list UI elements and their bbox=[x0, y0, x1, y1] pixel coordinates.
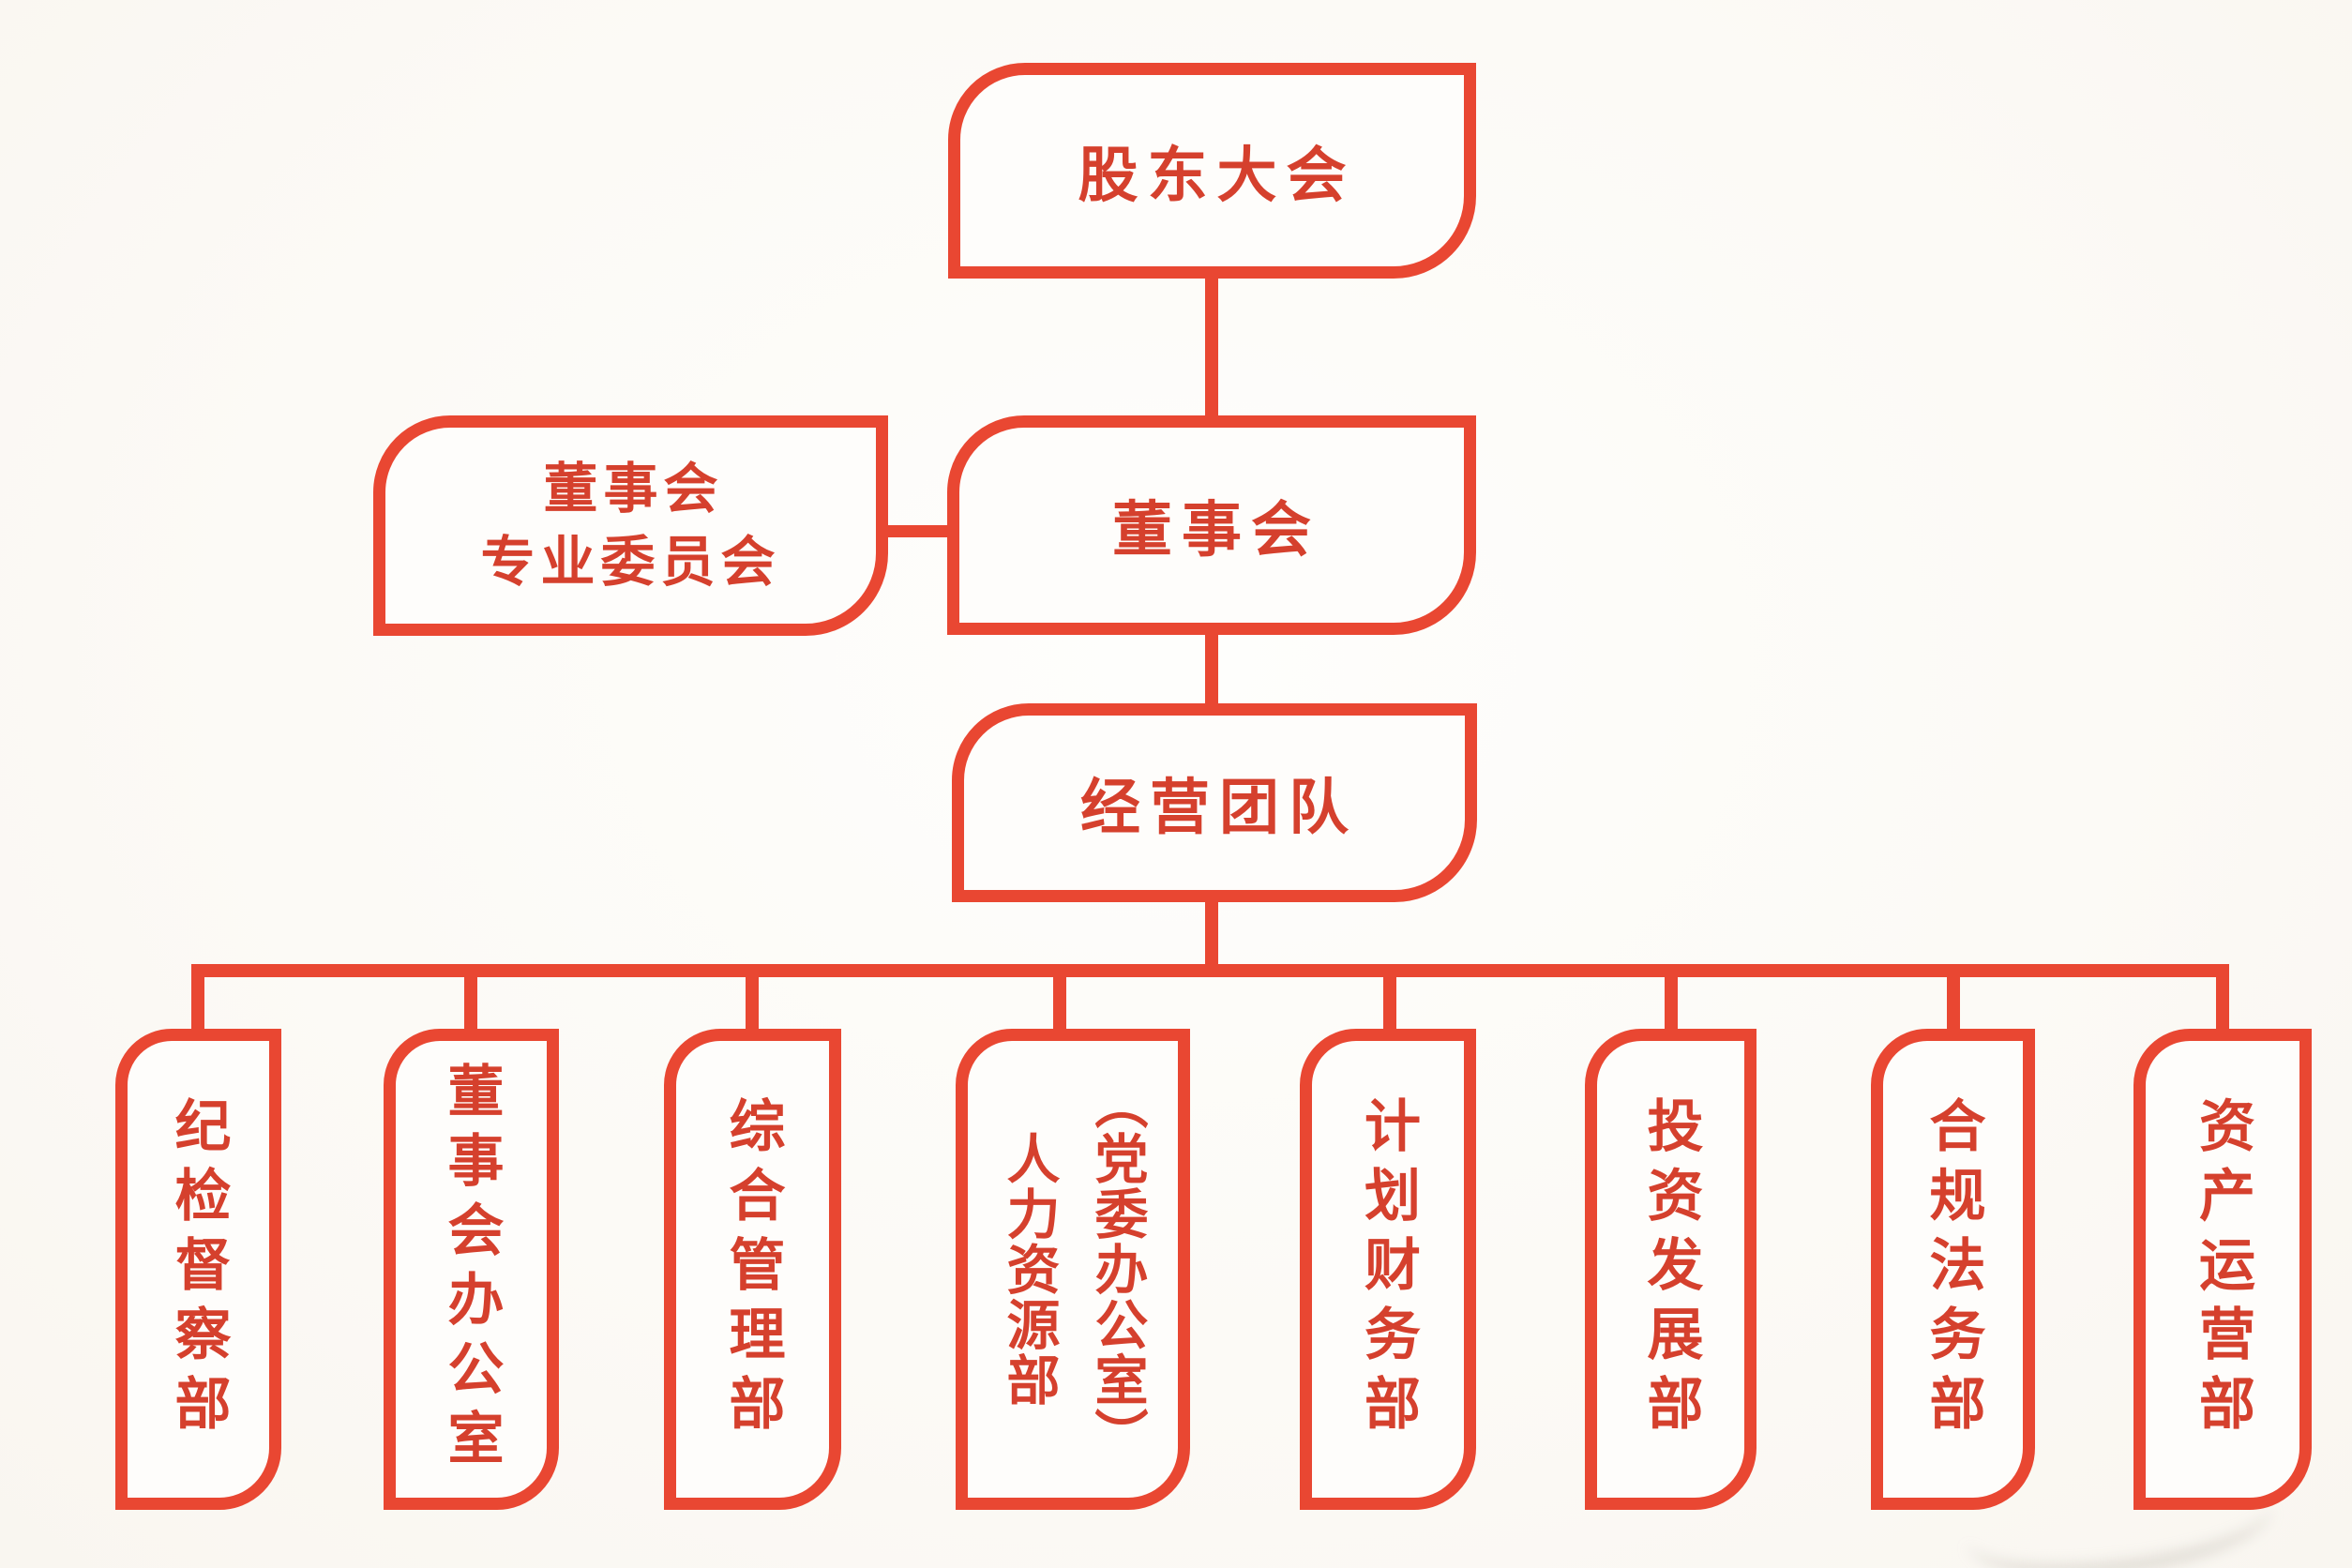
node-dept-asset-operations-label: 资产运营部 bbox=[2191, 1095, 2254, 1443]
node-board-committee: 董事会 专业委员会 bbox=[373, 415, 888, 636]
node-board-committee-label: 董事会 专业委员会 bbox=[480, 453, 780, 598]
connector-stub-dept-8 bbox=[2216, 975, 2229, 1030]
node-dept-human-resources-name: 人力资源部 bbox=[999, 1131, 1059, 1408]
node-shareholders-meeting-label: 股东大会 bbox=[1078, 142, 1356, 209]
node-dept-human-resources-paren: ︵党委办公室︶ bbox=[1087, 1076, 1147, 1463]
connector-board-management bbox=[1205, 633, 1218, 705]
node-board-committee-line1: 董事会 bbox=[543, 458, 724, 520]
node-management-team-label: 经营团队 bbox=[1080, 774, 1358, 841]
connector-bus bbox=[191, 964, 2229, 977]
node-dept-board-office: 董事会办公室 bbox=[384, 1029, 559, 1510]
connector-shareholders-board bbox=[1205, 277, 1218, 417]
node-board-committee-line2: 专业委员会 bbox=[480, 531, 781, 593]
connector-stub-dept-7 bbox=[1947, 975, 1960, 1030]
node-shareholders-meeting: 股东大会 bbox=[948, 63, 1476, 279]
node-dept-compliance-legal-label: 合规法务部 bbox=[1922, 1095, 1984, 1443]
node-dept-general-management: 综合管理部 bbox=[664, 1029, 841, 1510]
node-dept-investment-development: 投资发展部 bbox=[1585, 1029, 1756, 1510]
node-dept-board-office-label: 董事会办公室 bbox=[440, 1061, 503, 1478]
node-dept-asset-operations: 资产运营部 bbox=[2133, 1029, 2312, 1510]
connector-management-bus bbox=[1205, 900, 1218, 966]
connector-stub-dept-6 bbox=[1665, 975, 1678, 1030]
node-dept-planning-finance: 计划财务部 bbox=[1300, 1029, 1476, 1510]
node-dept-discipline-inspection-label: 纪检督察部 bbox=[167, 1095, 230, 1443]
node-dept-human-resources: 人力资源部 ︵党委办公室︶ bbox=[956, 1029, 1190, 1510]
node-board-of-directors: 董事会 bbox=[947, 415, 1476, 635]
node-dept-planning-finance-label: 计划财务部 bbox=[1356, 1095, 1420, 1443]
connector-stub-dept-2 bbox=[464, 975, 477, 1030]
connector-stub-dept-1 bbox=[191, 975, 204, 1030]
node-board-of-directors-label: 董事会 bbox=[1112, 496, 1320, 564]
connector-stub-dept-4 bbox=[1053, 975, 1066, 1030]
connector-stub-dept-5 bbox=[1383, 975, 1396, 1030]
node-dept-compliance-legal: 合规法务部 bbox=[1871, 1029, 2035, 1510]
node-management-team: 经营团队 bbox=[952, 703, 1477, 902]
connector-committee-board bbox=[886, 525, 949, 537]
node-dept-discipline-inspection: 纪检督察部 bbox=[115, 1029, 281, 1510]
node-dept-investment-development-label: 投资发展部 bbox=[1639, 1095, 1702, 1443]
node-dept-general-management-label: 综合管理部 bbox=[721, 1095, 784, 1443]
connector-stub-dept-3 bbox=[746, 975, 759, 1030]
